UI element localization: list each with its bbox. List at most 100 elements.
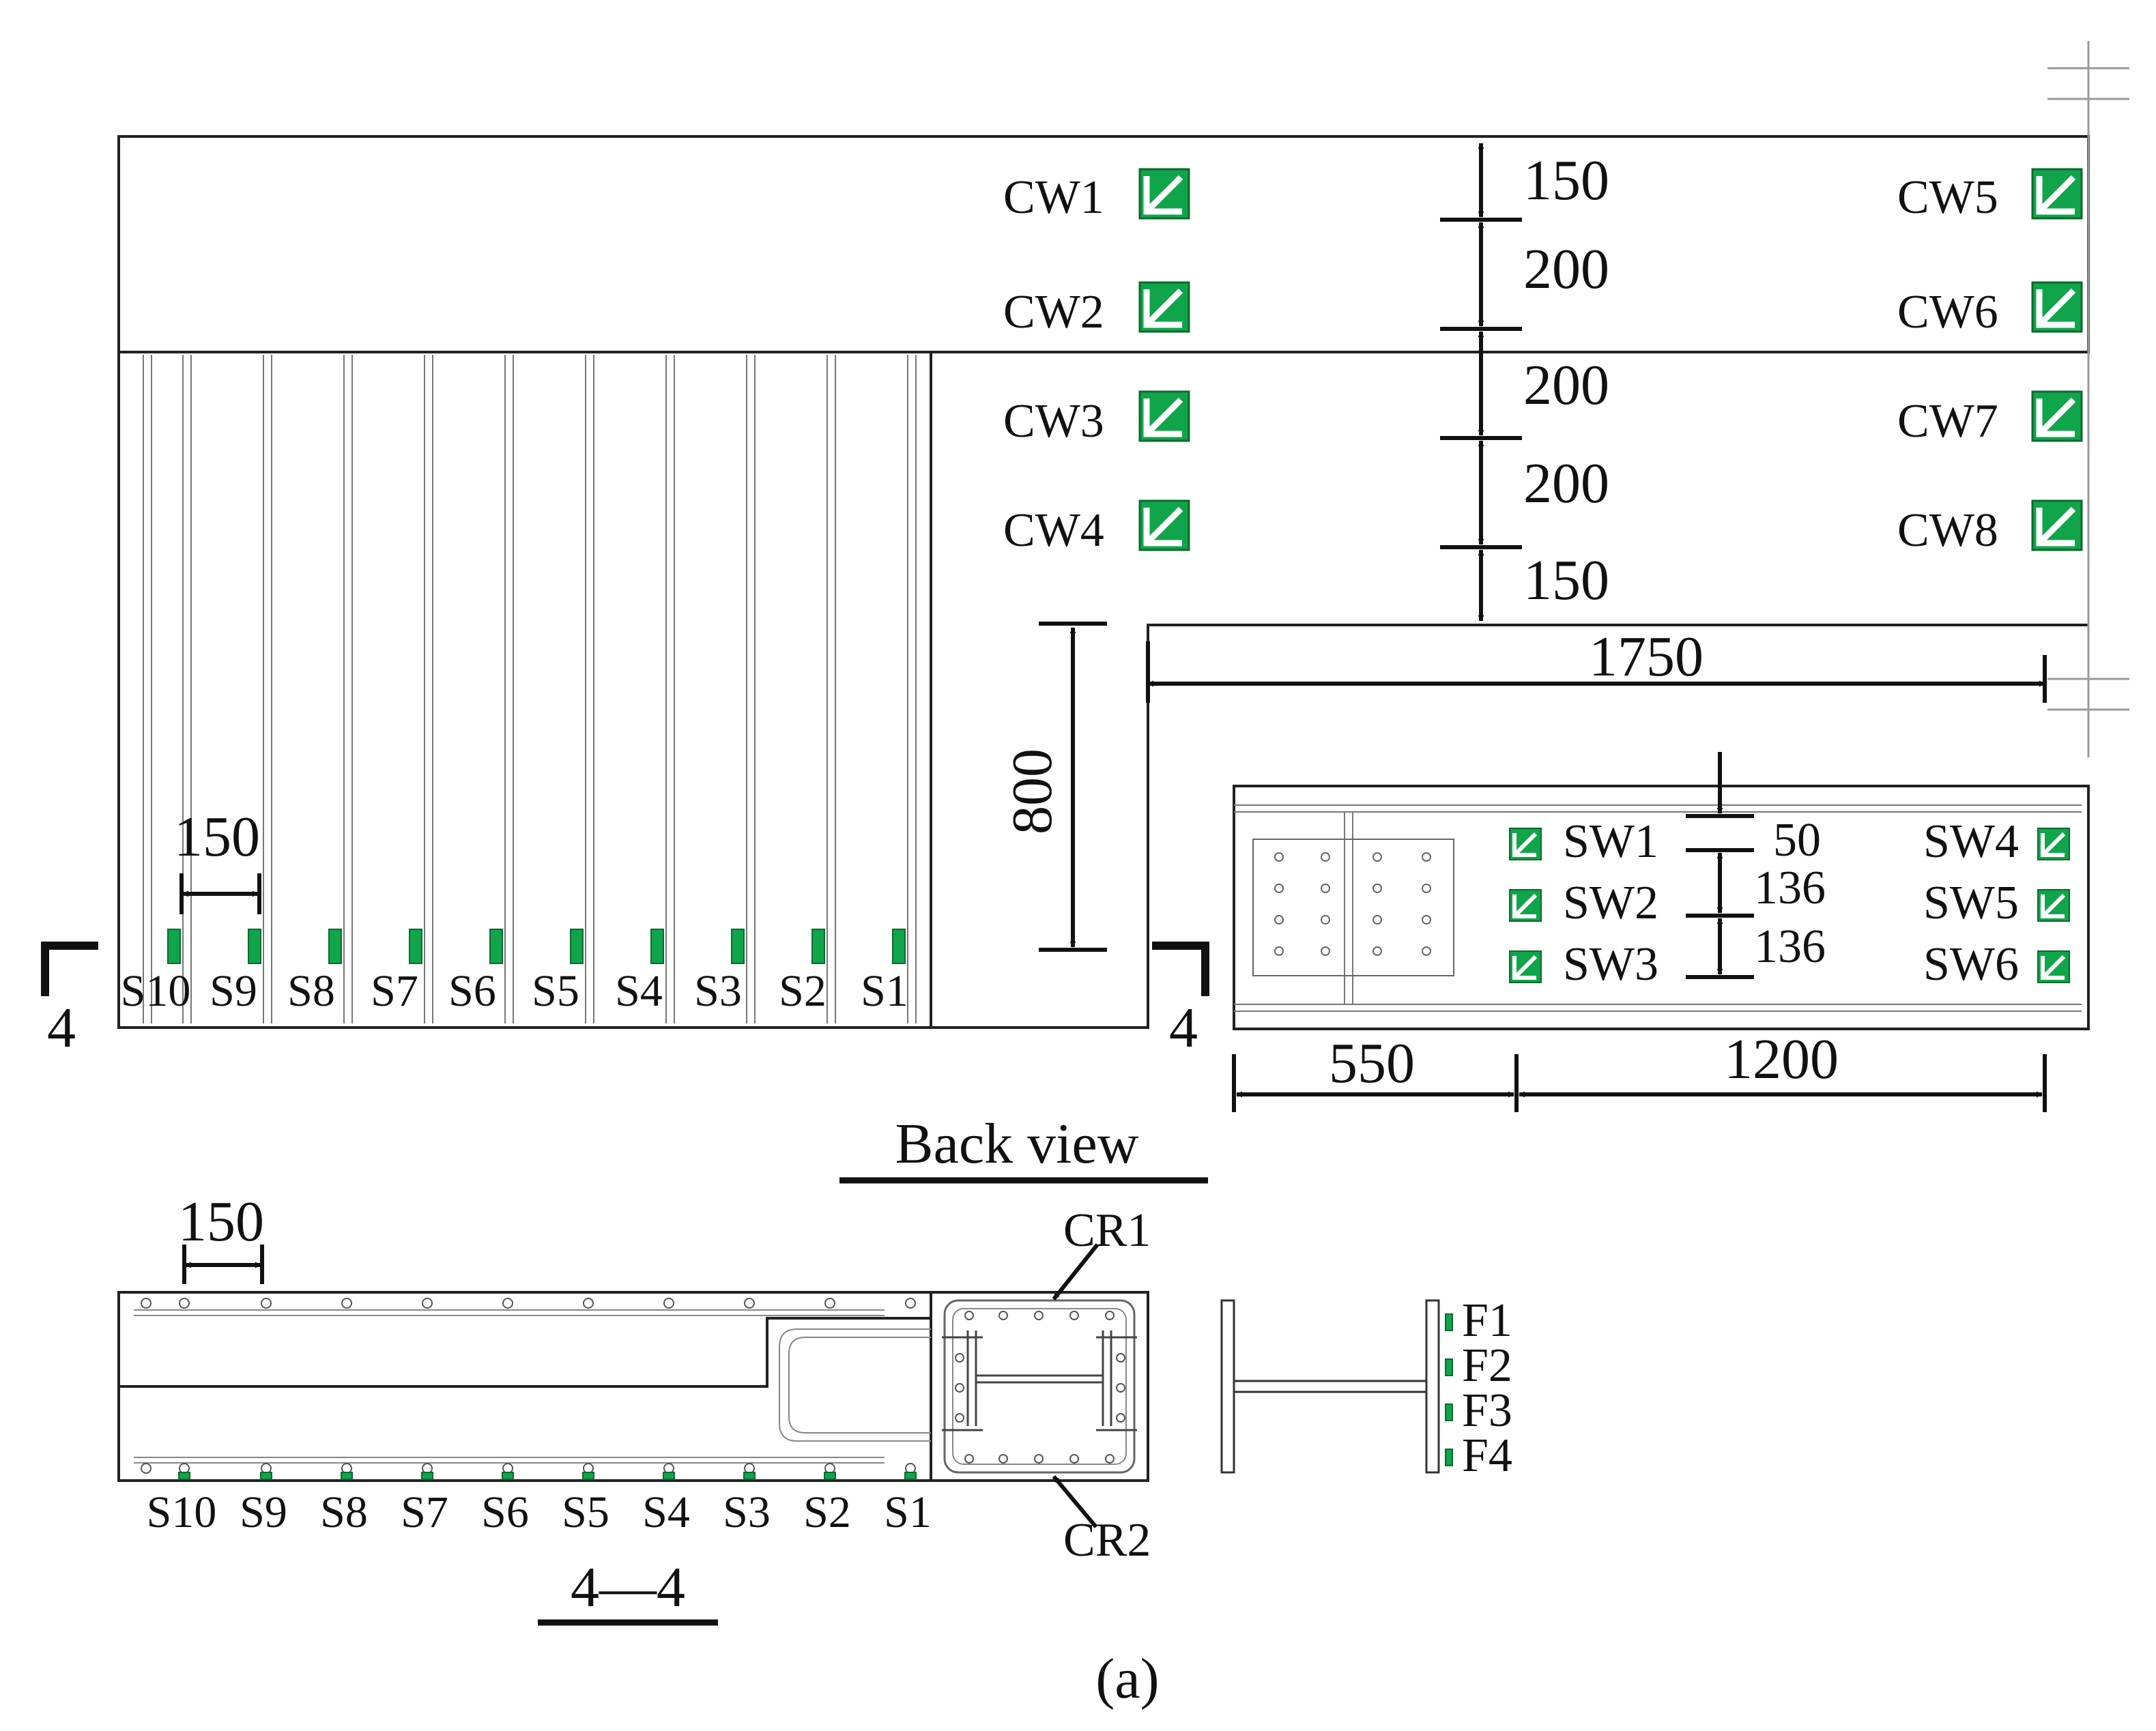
dim-gauge-spacing: 150 <box>174 805 260 869</box>
rosette-label-cw6: CW6 <box>1897 286 1998 338</box>
section-mark-right: 4 <box>1169 996 1198 1060</box>
gauge-s3-icon <box>731 929 745 964</box>
section-label-s6: S6 <box>481 1487 529 1537</box>
rosette-sw6-icon <box>2038 951 2069 983</box>
gauge-f2-icon <box>1445 1358 1453 1376</box>
section-label-s7: S7 <box>401 1487 448 1537</box>
rosette-cw2-icon <box>1140 282 1189 332</box>
break-marks <box>2047 41 2129 757</box>
figure-label: (a) <box>1095 1647 1159 1711</box>
gauge-label-s6: S6 <box>448 966 496 1016</box>
dim-50: 50 <box>1773 814 1821 867</box>
gauge-f3-icon <box>1445 1403 1453 1421</box>
gauge-s1-icon <box>892 929 906 964</box>
gauge-label-s8: S8 <box>287 966 335 1016</box>
section-gauges <box>178 1472 917 1480</box>
gauge-s5-icon <box>570 929 584 964</box>
beam-horizontal-dims <box>1232 1054 2047 1112</box>
gauge-label-s4: S4 <box>615 966 663 1016</box>
rosette-label-cw5: CW5 <box>1897 171 1998 224</box>
rosette-sw3-icon <box>1510 951 1541 983</box>
dim-column-height-line <box>1039 622 1107 952</box>
rosette-label-cw3: CW3 <box>1003 395 1104 448</box>
rosette-label-sw2: SW2 <box>1563 877 1658 929</box>
beam-detail: SW1 SW2 SW3 SW4 SW5 SW6 50 136 136 <box>1232 752 2090 1112</box>
beam-vertical-dims <box>1686 752 1754 979</box>
gauge-label-cr1: CR1 <box>1063 1204 1151 1257</box>
gauge-label-s7: S7 <box>371 966 418 1016</box>
rosette-label-sw3: SW3 <box>1563 938 1658 991</box>
column-rebar-dots <box>955 1311 1125 1464</box>
slab-step <box>119 1317 931 1388</box>
section-label-s9: S9 <box>240 1487 287 1537</box>
gauge-label-s2: S2 <box>779 966 827 1016</box>
section-label-s4: S4 <box>642 1487 690 1537</box>
gauge-s8-icon <box>328 929 342 964</box>
section-label-s10: S10 <box>147 1487 217 1537</box>
gauge-label-s1: S1 <box>861 966 908 1016</box>
rosette-sw4-icon <box>2038 828 2069 860</box>
rosette-cw3-icon <box>1140 392 1189 441</box>
rosette-cw8-icon <box>2032 501 2082 550</box>
rosette-cw1-icon <box>1140 169 1189 218</box>
gauge-label-f3: F3 <box>1462 1384 1512 1437</box>
dim-beam-length-line <box>1146 641 2047 703</box>
dim-column-height: 800 <box>1001 748 1064 834</box>
gauge-s6-icon <box>489 929 503 964</box>
gauge-label-f1: F1 <box>1462 1294 1512 1347</box>
gauge-label-f4: F4 <box>1462 1429 1512 1482</box>
steel-flange-left <box>1220 1299 1235 1474</box>
gauge-label-s10: S10 <box>121 966 191 1016</box>
dim-beam-length: 1750 <box>1589 625 1704 688</box>
bolt-holes <box>1274 852 1431 956</box>
back-view-caption: Back view <box>895 1112 1139 1176</box>
section-4-4: CR1 CR2 150 S10 S9 S8 S7 S6 S5 S4 S3 S2 … <box>117 1190 1151 1626</box>
gauge-s7-icon <box>409 929 422 964</box>
beam-detail-outline <box>1233 785 2090 1030</box>
rosette-cw5-icon <box>2032 169 2082 218</box>
steel-section: F1 F2 F3 F4 <box>1220 1294 1512 1482</box>
dim-200-c: 200 <box>1523 452 1609 515</box>
slab-gauges <box>167 929 906 964</box>
gauge-s10-icon <box>167 929 181 964</box>
section-label-s5: S5 <box>562 1487 609 1537</box>
rosette-label-sw5: SW5 <box>1923 877 2019 929</box>
rosette-sw5-icon <box>2038 890 2069 921</box>
gauge-label-cr2: CR2 <box>1063 1514 1151 1567</box>
dim-550: 550 <box>1329 1032 1415 1095</box>
section-label-s1: S1 <box>884 1487 932 1537</box>
steel-flange-right <box>1425 1299 1440 1474</box>
gauge-s2-icon <box>811 929 825 964</box>
column-section-hoop <box>943 1299 1136 1474</box>
gauge-f1-icon <box>1445 1313 1453 1331</box>
rosette-label-cw4: CW4 <box>1003 504 1104 557</box>
section-cut-right-icon <box>1152 942 1209 996</box>
rosette-cw7-icon <box>2032 392 2082 441</box>
rosette-label-sw4: SW4 <box>1923 815 2019 868</box>
section-label-s3: S3 <box>723 1487 771 1537</box>
rosette-label-cw1: CW1 <box>1003 171 1104 224</box>
dim-136-a: 136 <box>1754 862 1826 914</box>
dim-200-b: 200 <box>1523 353 1609 417</box>
dim-150-bottom: 150 <box>1523 549 1609 612</box>
section-cut-left-icon <box>41 942 98 996</box>
steel-web <box>1233 1380 1428 1393</box>
rosette-cw4-icon <box>1140 501 1189 550</box>
rosette-label-cw8: CW8 <box>1897 504 1998 557</box>
rosette-label-sw1: SW1 <box>1563 815 1658 868</box>
back-view: CW1 CW2 CW3 CW4 CW5 CW6 CW7 CW8 150 200 <box>41 41 2129 1184</box>
section-title: 4—4 <box>571 1556 685 1619</box>
section-mark-left: 4 <box>47 996 76 1060</box>
slab-strips <box>143 355 917 1023</box>
dim-200-a: 200 <box>1523 237 1609 301</box>
dim-150-top: 150 <box>1523 149 1609 212</box>
section-gauge-spacing: 150 <box>178 1190 264 1253</box>
rosette-sw1-icon <box>1510 828 1541 860</box>
splice-plate <box>1252 839 1454 976</box>
dim-136-b: 136 <box>1754 920 1826 973</box>
rosette-sw2-icon <box>1510 890 1541 921</box>
gauge-label-f2: F2 <box>1462 1339 1512 1392</box>
vertical-dimension-chain <box>1440 143 1522 622</box>
gauge-label-s9: S9 <box>210 966 257 1016</box>
